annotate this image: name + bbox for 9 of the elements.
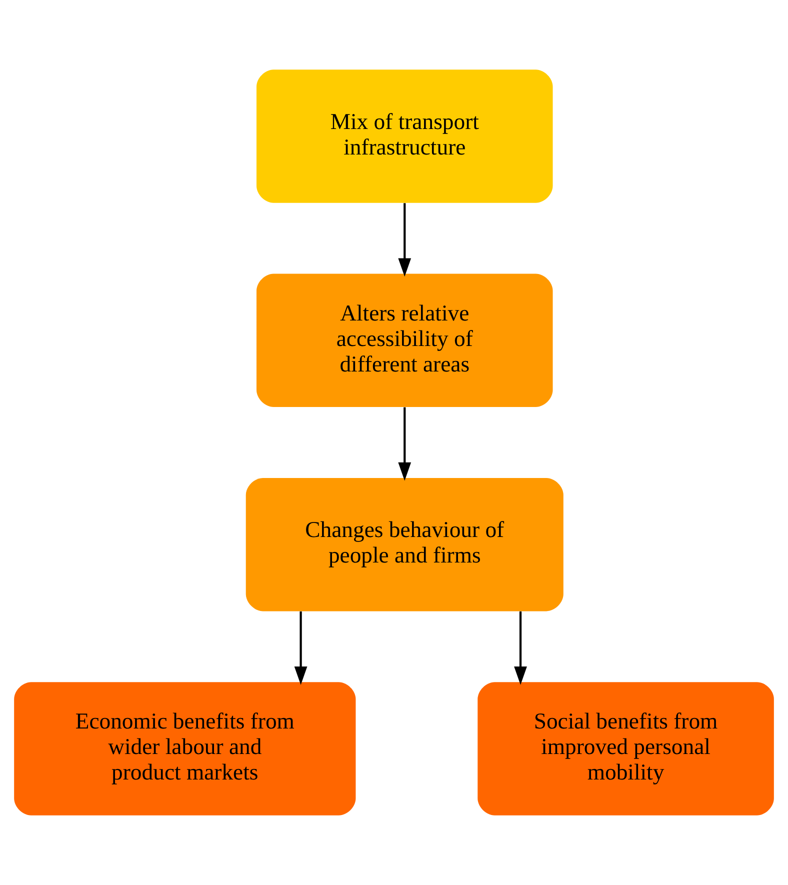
node-box: Economic benefits from wider labour and product markets [14, 682, 356, 816]
arrow [398, 203, 412, 277]
node-box: Mix of transport infrastructure [256, 70, 553, 203]
arrow [398, 407, 412, 481]
node-box: Changes behaviour of people and firms [246, 478, 564, 612]
arrow [514, 611, 527, 685]
arrow [294, 611, 308, 685]
node-box: Social benefits from improved personal mobility [478, 682, 774, 816]
node-box: Alters relative accessibility of different areas [256, 274, 553, 408]
